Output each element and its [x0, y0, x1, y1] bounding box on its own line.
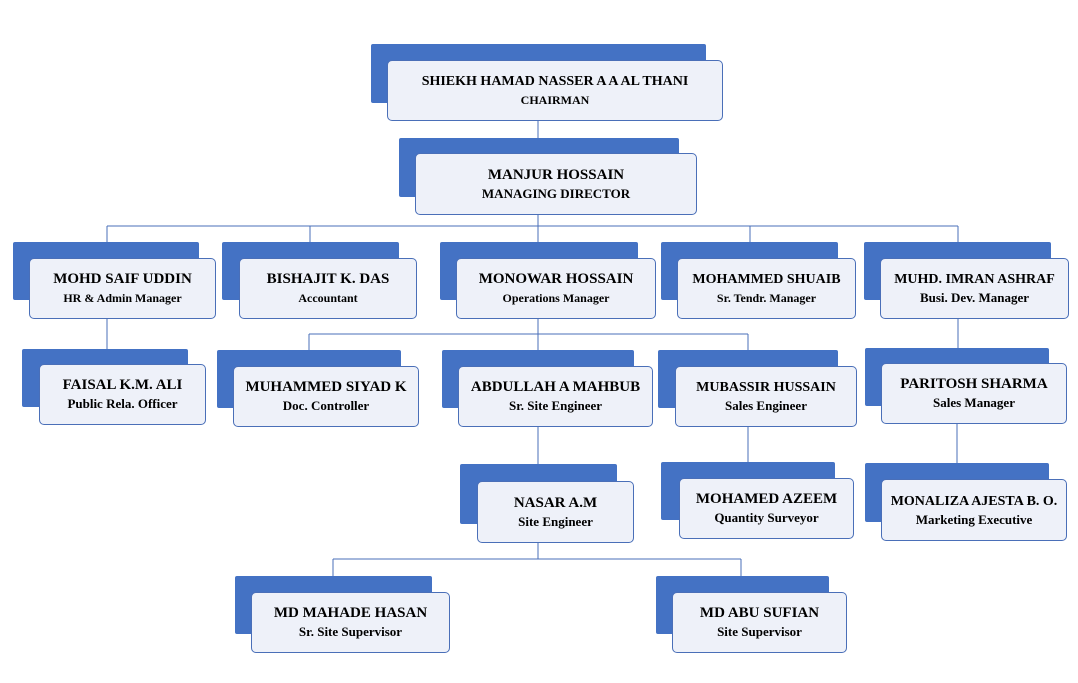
node-business-development-manager: MUHD. IMRAN ASHRAF Busi. Dev. Manager	[864, 242, 1069, 319]
sales-eng-title: Sales Engineer	[725, 398, 807, 413]
ops-title: Operations Manager	[502, 291, 610, 305]
site-eng-title: Site Engineer	[518, 513, 593, 529]
node-accountant: BISHAJIT K. DAS Accountant	[222, 242, 417, 319]
sales-mgr-name: PARITOSH SHARMA	[900, 376, 1048, 392]
hr-title: HR & Admin Manager	[63, 291, 182, 305]
sales-mgr-title: Sales Manager	[933, 395, 1015, 410]
md-name: MANJUR HOSSAIN	[487, 166, 625, 183]
node-managing-director: MANJUR HOSSAIN MANAGING DIRECTOR	[399, 138, 697, 215]
md-title: MANAGING DIRECTOR	[481, 185, 631, 201]
node-public-relations-officer: FAISAL K.M. ALI Public Rela. Officer	[22, 349, 206, 425]
qs-name: MOHAMED AZEEM	[695, 491, 838, 507]
sr-site-eng-title: Sr. Site Engineer	[508, 398, 603, 413]
sr-supervisor-title: Sr. Site Supervisor	[298, 624, 403, 639]
hr-name: MOHD SAIF UDDIN	[53, 271, 192, 287]
node-site-supervisor: MD ABU SUFIAN Site Supervisor	[656, 576, 847, 653]
busdev-name: MUHD. IMRAN ASHRAF	[894, 272, 1055, 287]
node-sales-engineer: MUBASSIR HUSSAIN Sales Engineer	[658, 350, 857, 427]
node-document-controller: MUHAMMED SIYAD K Doc. Controller	[217, 350, 419, 427]
node-marketing-executive: MONALIZA AJESTA B. O. Marketing Executiv…	[865, 463, 1067, 541]
accountant-title: Accountant	[298, 291, 358, 305]
qs-title: Quantity Surveyor	[714, 510, 819, 525]
mkt-name: MONALIZA AJESTA B. O.	[890, 493, 1058, 509]
node-sales-manager: PARITOSH SHARMA Sales Manager	[865, 348, 1067, 425]
supervisor-name: MD ABU SUFIAN	[699, 605, 820, 621]
sales-eng-name: MUBASSIR HUSSAIN	[696, 380, 836, 395]
node-hr-admin-manager: MOHD SAIF UDDIN HR & Admin Manager	[13, 242, 216, 319]
accountant-name: BISHAJIT K. DAS	[266, 271, 390, 287]
node-senior-site-engineer: ABDULLAH A MAHBUB Sr. Site Engineer	[442, 350, 653, 427]
node-senior-site-supervisor: MD MAHADE HASAN Sr. Site Supervisor	[235, 576, 450, 653]
pro-title: Public Rela. Officer	[67, 396, 178, 411]
node-tender-manager: MOHAMMED SHUAIB Sr. Tendr. Manager	[661, 242, 856, 319]
chairman-title: CHAIRMAN	[520, 93, 590, 107]
chairman-name: SHIEKH HAMAD NASSER A A AL THANI	[421, 74, 689, 89]
mkt-title: Marketing Executive	[915, 511, 1033, 527]
node-site-engineer: NASAR A.M Site Engineer	[460, 464, 634, 543]
sr-site-eng-name: ABDULLAH A MAHBUB	[470, 379, 641, 395]
site-eng-name: NASAR A.M	[513, 494, 598, 511]
node-quantity-surveyor: MOHAMED AZEEM Quantity Surveyor	[661, 462, 854, 539]
node-chairman: SHIEKH HAMAD NASSER A A AL THANI CHAIRMA…	[371, 44, 723, 122]
tender-title: Sr. Tendr. Manager	[716, 291, 817, 305]
sr-supervisor-name: MD MAHADE HASAN	[273, 605, 428, 621]
node-operations-manager: MONOWAR HOSSAIN Operations Manager	[440, 242, 656, 319]
ops-name: MONOWAR HOSSAIN	[478, 271, 634, 287]
busdev-title: Busi. Dev. Manager	[919, 290, 1030, 305]
doc-title: Doc. Controller	[282, 398, 370, 413]
tender-name: MOHAMMED SHUAIB	[692, 272, 841, 287]
doc-name: MUHAMMED SIYAD K	[245, 379, 407, 395]
supervisor-title: Site Supervisor	[717, 624, 802, 639]
pro-name: FAISAL K.M. ALI	[62, 377, 183, 393]
